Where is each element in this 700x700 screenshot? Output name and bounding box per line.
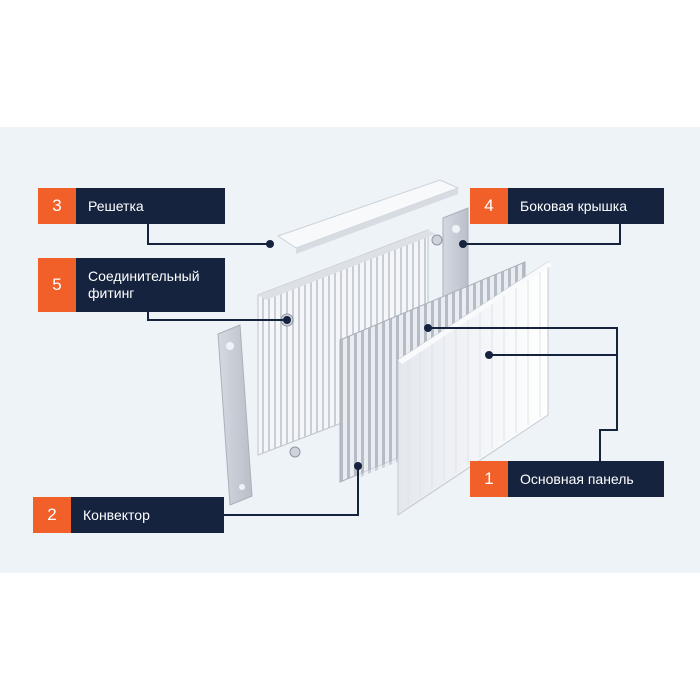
callout-number: 2: [33, 497, 71, 533]
leader-line-1b: [489, 354, 618, 462]
callout-convector: 2 Конвектор: [33, 497, 224, 533]
callout-label: Конвектор: [71, 497, 224, 533]
callout-label: Основная панель: [508, 461, 664, 497]
callout-label-line2: фитинг: [88, 285, 135, 301]
callout-main-panel: 1 Основная панель: [470, 461, 664, 497]
callout-side-cover: 4 Боковая крышка: [470, 188, 664, 224]
side-cover-left: [217, 324, 253, 506]
main-panel: [397, 261, 549, 516]
callout-label: Решетка: [76, 188, 225, 224]
callout-number: 3: [38, 188, 76, 224]
fitting-bottom: [289, 446, 301, 458]
leader-line-4: [463, 224, 621, 245]
callout-number: 5: [38, 258, 76, 312]
callout-grille: 3 Решетка: [38, 188, 225, 224]
callout-label-line1: Соединительный: [88, 268, 200, 284]
callout-label: Боковая крышка: [508, 188, 664, 224]
grille-part: [276, 179, 460, 249]
callout-number: 1: [470, 461, 508, 497]
side-cover-right: [442, 207, 469, 299]
callout-fitting: 5 Соединительный фитинг: [38, 258, 225, 312]
callout-label: Соединительный фитинг: [76, 258, 225, 312]
leader-line-1a: [428, 327, 618, 358]
leader-line-3: [147, 224, 270, 245]
callout-number: 4: [470, 188, 508, 224]
leader-line-2: [224, 466, 359, 516]
